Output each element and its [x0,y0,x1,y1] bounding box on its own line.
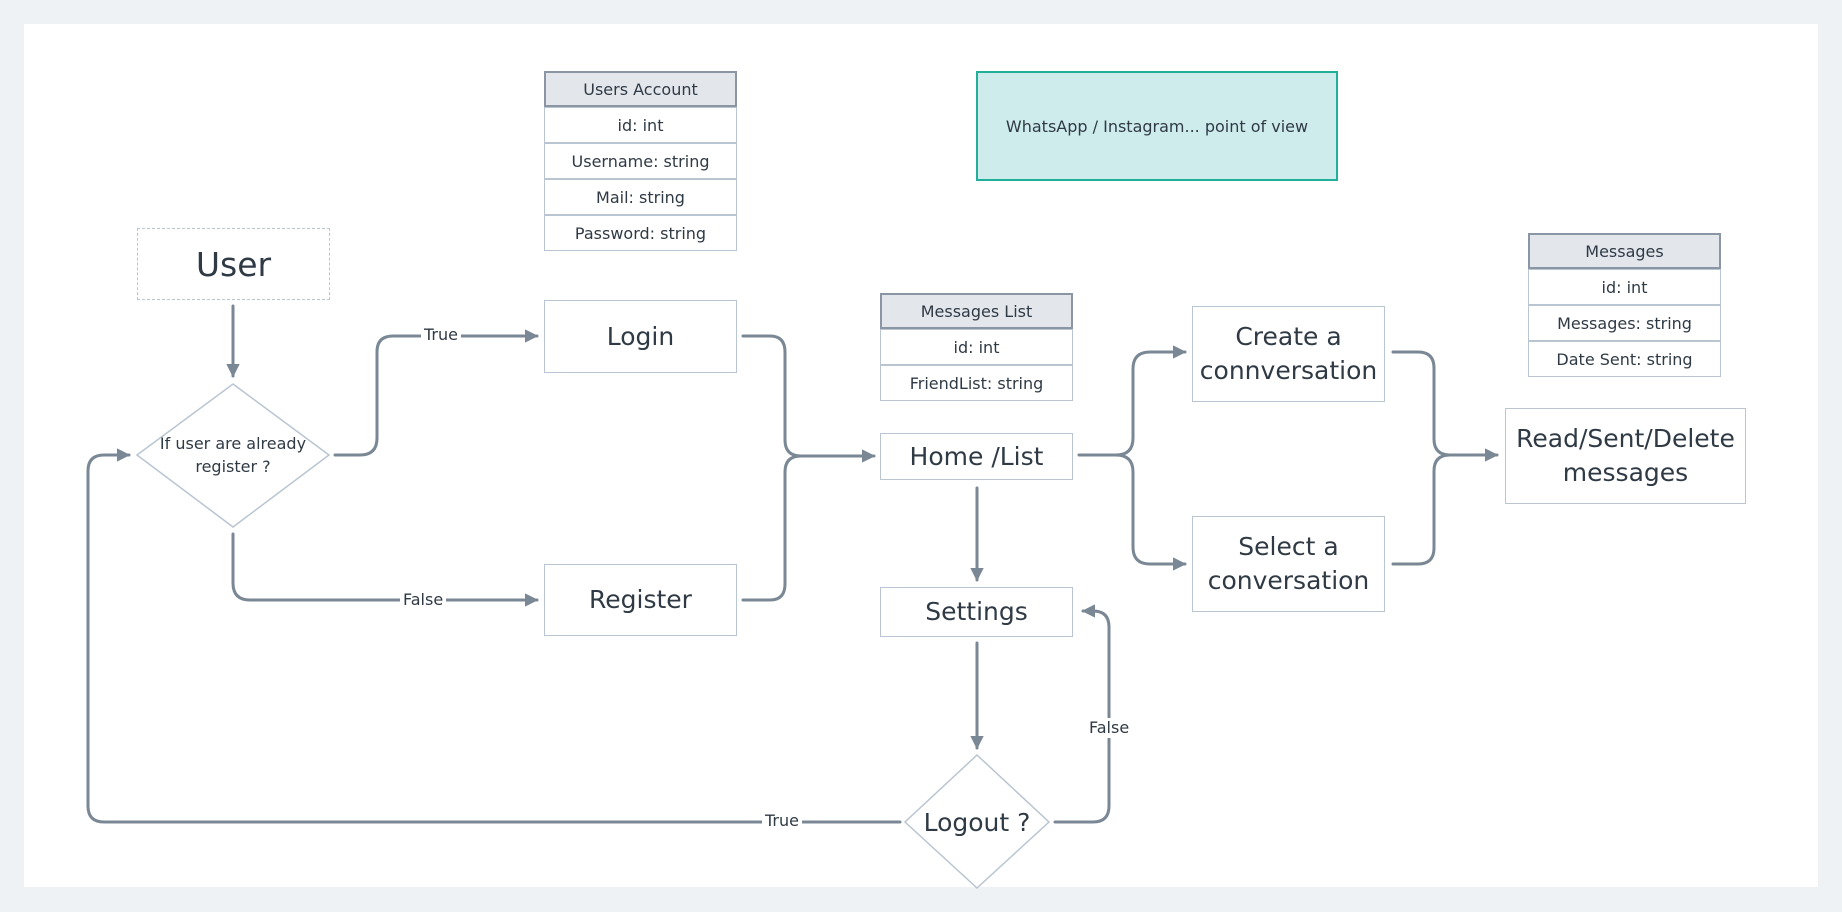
edge-label-false-register: False [400,590,447,610]
table-messages: Messages id: int Messages: string Date S… [1528,233,1721,377]
edge-select-read [1391,453,1452,566]
logout-decision-label: Logout ? [923,807,1031,837]
table-field: FriendList: string [880,365,1073,401]
create-conversation-node[interactable]: Create a connversation [1192,306,1385,402]
table-field: id: int [1528,269,1721,305]
table-field: Date Sent: string [1528,341,1721,377]
select-conversation-node[interactable]: Select a conversation [1192,516,1385,612]
edge-label-false-settings: False [1086,718,1133,738]
register-node[interactable]: Register [544,564,737,636]
edge-label-true-logout: True [762,811,802,831]
table-field: Messages: string [1528,305,1721,341]
edge-label-true-login: True [421,325,461,345]
edge-decision-register [231,532,539,607]
table-field: Mail: string [544,179,737,215]
read-sent-delete-node[interactable]: Read/Sent/Delete messages [1505,408,1746,504]
decision-diamond-registered [135,383,331,528]
settings-node[interactable]: Settings [880,587,1073,637]
table-header: Messages List [880,293,1073,329]
edge-create-read [1391,350,1499,462]
table-messages-list: Messages List id: int FriendList: string [880,293,1073,401]
home-list-node[interactable]: Home /List [880,433,1073,480]
login-node[interactable]: Login [544,300,737,373]
edge-home-select [1114,453,1187,571]
table-header: Messages [1528,233,1721,269]
edge-logout-settings [1053,604,1111,824]
decision-registered-label: If user are already register ? [159,434,307,476]
edge-register-home [741,454,803,602]
decision-diamond-logout [903,753,1051,890]
table-field: id: int [544,107,737,143]
table-field: id: int [880,329,1073,365]
table-field: Username: string [544,143,737,179]
edge-login-home [741,334,876,463]
table-field: Password: string [544,215,737,251]
note-whatsapp-instagram: WhatsApp / Instagram... point of view [976,71,1338,181]
user-node[interactable]: User [137,228,330,300]
edge-logout-decision [86,448,902,824]
edge-decision-login [333,329,539,457]
edge-home-create [1077,345,1187,457]
table-header: Users Account [544,71,737,107]
table-users-account: Users Account id: int Username: string M… [544,71,737,251]
